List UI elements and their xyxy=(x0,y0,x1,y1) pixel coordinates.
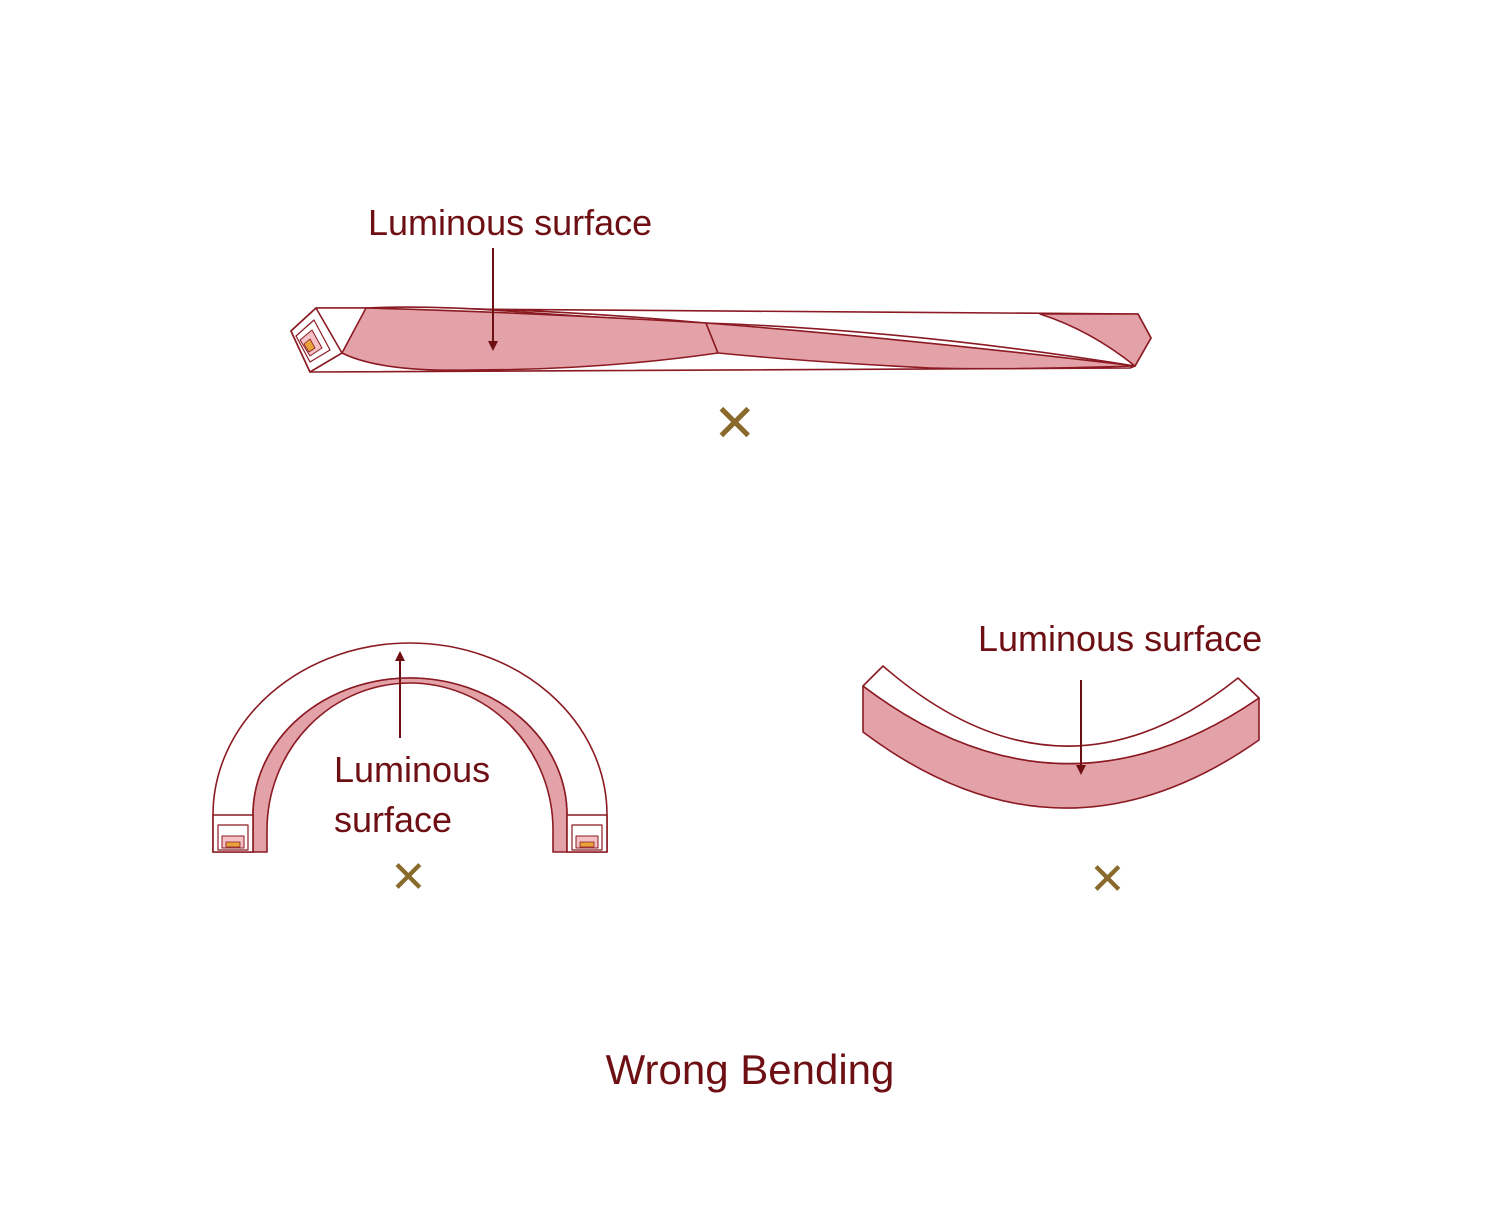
cross-icon: ✕ xyxy=(1089,855,1126,904)
bow-label: Luminous surface xyxy=(978,618,1263,659)
cross-icon: ✕ xyxy=(713,395,757,453)
twisted-strip-luminous-band-left xyxy=(341,307,719,371)
arch-label-line1: Luminous xyxy=(334,749,491,790)
twisted-strip-luminous-band-right xyxy=(705,322,1136,370)
twisted-strip-label: Luminous surface xyxy=(368,202,653,243)
cross-icon: ✕ xyxy=(390,853,427,902)
arch-label-line2: surface xyxy=(334,799,453,840)
bow-top-face xyxy=(862,665,1260,765)
twisted-strip-figure xyxy=(290,306,1152,373)
twisted-strip-right-end xyxy=(1039,313,1152,367)
figure-caption: Wrong Bending xyxy=(605,1046,895,1093)
arch-figure xyxy=(212,642,608,853)
bow-figure xyxy=(862,665,1260,809)
